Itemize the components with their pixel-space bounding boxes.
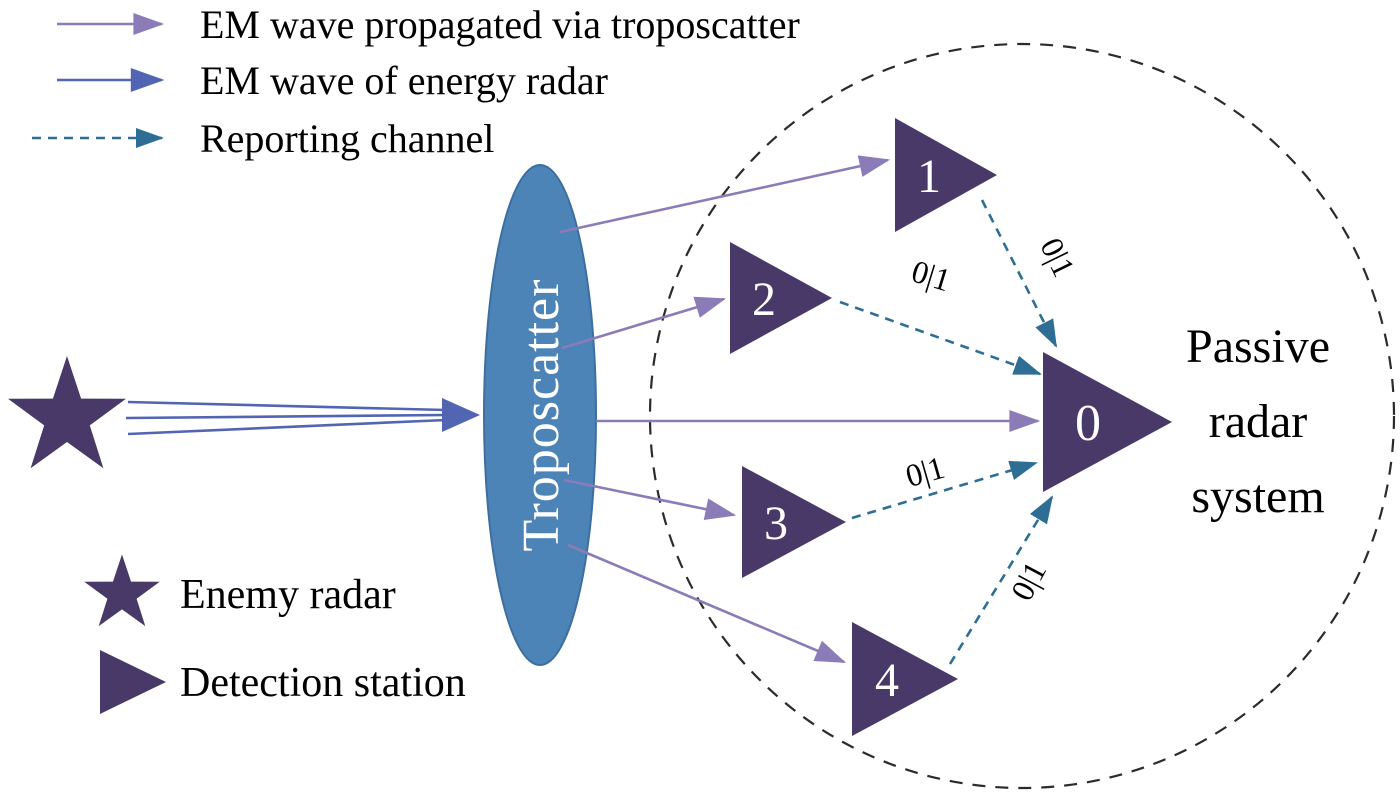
energy-wave-line-1 (127, 400, 447, 412)
enemy-radar-legend-star-icon (84, 554, 160, 627)
station-2-triangle (730, 242, 832, 354)
station-2-label: 2 (752, 273, 776, 326)
legend-troposcatter-wave-label: EM wave propagated via troposcatter (200, 2, 800, 47)
troposcatter-wave-to-station-4 (567, 543, 847, 664)
enemy-radar-star (8, 356, 126, 469)
passive-radar-coverage-circle (648, 42, 1396, 790)
reporting-channel-4-to-0 (948, 495, 1054, 665)
report-label-3-to-0: 0|1 (902, 449, 949, 494)
station-3-label: 3 (764, 497, 788, 550)
station-0-label: 0 (1075, 395, 1101, 452)
energy-wave-line-3 (127, 418, 447, 436)
reporting-channel-3-to-0 (851, 460, 1038, 520)
station-4-triangle (852, 622, 958, 736)
detection-station-legend-label: Detection station (180, 660, 466, 706)
troposcatter-waves (559, 155, 1041, 664)
reporting-channel-2-to-0 (839, 300, 1042, 376)
energy-wave-arrowhead-icon (442, 398, 480, 432)
energy-wave-line-2 (125, 413, 447, 420)
legend-bottom: Enemy radar Detection station (84, 554, 466, 714)
passive-radar-system-caption: Passive radar system (1186, 320, 1330, 523)
station-1-label: 1 (917, 150, 941, 203)
troposcatter-wave-to-station-3 (563, 478, 737, 521)
station-3-triangle (742, 466, 846, 578)
legend-top: EM wave propagated via troposcatter EM w… (32, 2, 800, 161)
enemy-radar-legend-label: Enemy radar (180, 572, 396, 618)
troposcatter-ellipse (483, 164, 597, 666)
energy-radar-waves (125, 398, 480, 436)
legend-reporting-channel-label: Reporting channel (200, 116, 494, 161)
reporting-channel-1-to-0 (980, 199, 1058, 348)
report-label-2-to-0: 0|1 (908, 253, 955, 299)
troposcatter-wave-to-station-1 (559, 155, 891, 234)
station-4-label: 4 (875, 654, 899, 707)
detection-station-legend-triangle-icon (100, 650, 166, 714)
legend-energy-radar-wave-label: EM wave of energy radar (200, 58, 608, 103)
station-0-triangle (1043, 352, 1172, 492)
passive-caption-line-1: Passive (1186, 320, 1330, 373)
passive-caption-line-3: system (1191, 470, 1324, 523)
station-1-triangle (895, 118, 997, 232)
passive-caption-line-2: radar (1209, 395, 1308, 448)
detection-stations: 1 2 0 3 4 (730, 118, 1172, 736)
report-label-1-to-0: 0|1 (1033, 232, 1082, 282)
troposcatter-label: Troposcatter (513, 279, 570, 552)
troposcatter-wave-to-station-2 (561, 296, 727, 350)
